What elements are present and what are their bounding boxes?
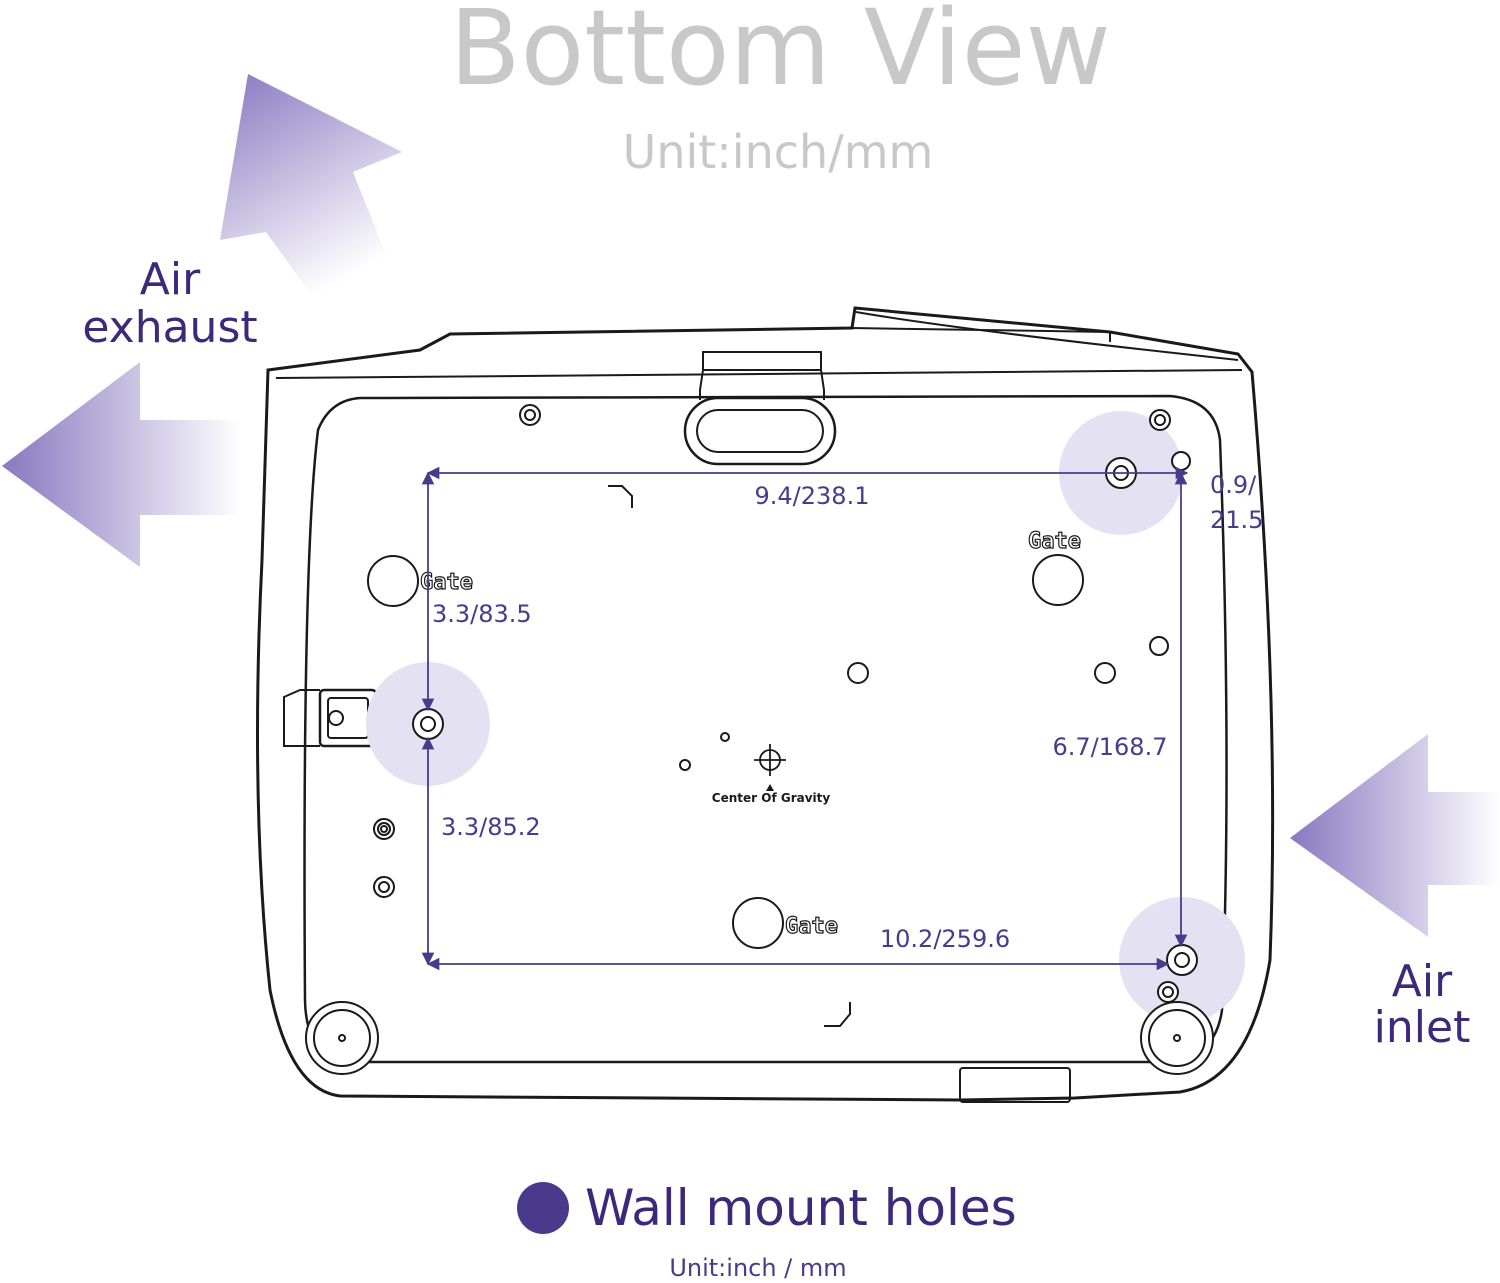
air-exhaust-arrow-up-icon: [220, 74, 404, 304]
dimension-bottom-width: 10.2/259.6: [880, 925, 1010, 953]
dimension-lines: [421, 466, 1189, 971]
air-exhaust-label-line2: exhaust: [82, 302, 257, 353]
holes: [305, 404, 1214, 1075]
gate-label-right: Gate: [1028, 529, 1081, 554]
legend-unit: Unit:inch / mm: [669, 1254, 846, 1282]
page-title: Bottom View: [449, 0, 1110, 109]
legend-swatch: [517, 1182, 569, 1234]
center-of-gravity-label: Center Of Gravity: [712, 791, 831, 805]
air-inlet-label-line2: inlet: [1374, 1002, 1471, 1053]
air-exhaust-arrow-left-icon: [2, 362, 242, 567]
air-inlet-label-line1: Air: [1392, 956, 1453, 1007]
dimension-right-offset-line1: 0.9/: [1210, 471, 1257, 499]
title-unit: Unit:inch/mm: [623, 125, 934, 179]
dimension-right-height: 6.7/168.7: [1053, 733, 1168, 761]
dimension-left-upper: 3.3/83.5: [432, 600, 532, 628]
center-of-gravity-icon: [754, 744, 786, 791]
air-exhaust-label-line1: Air: [140, 254, 201, 305]
gate-label-bottom: Gate: [785, 914, 838, 939]
air-inlet-arrow-left-icon: [1290, 734, 1500, 937]
dimension-left-lower: 3.3/85.2: [441, 813, 541, 841]
legend-label: Wall mount holes: [585, 1179, 1017, 1237]
dimension-right-offset-line2: 21.5: [1210, 506, 1263, 534]
dimension-top-width: 9.4/238.1: [755, 482, 870, 510]
